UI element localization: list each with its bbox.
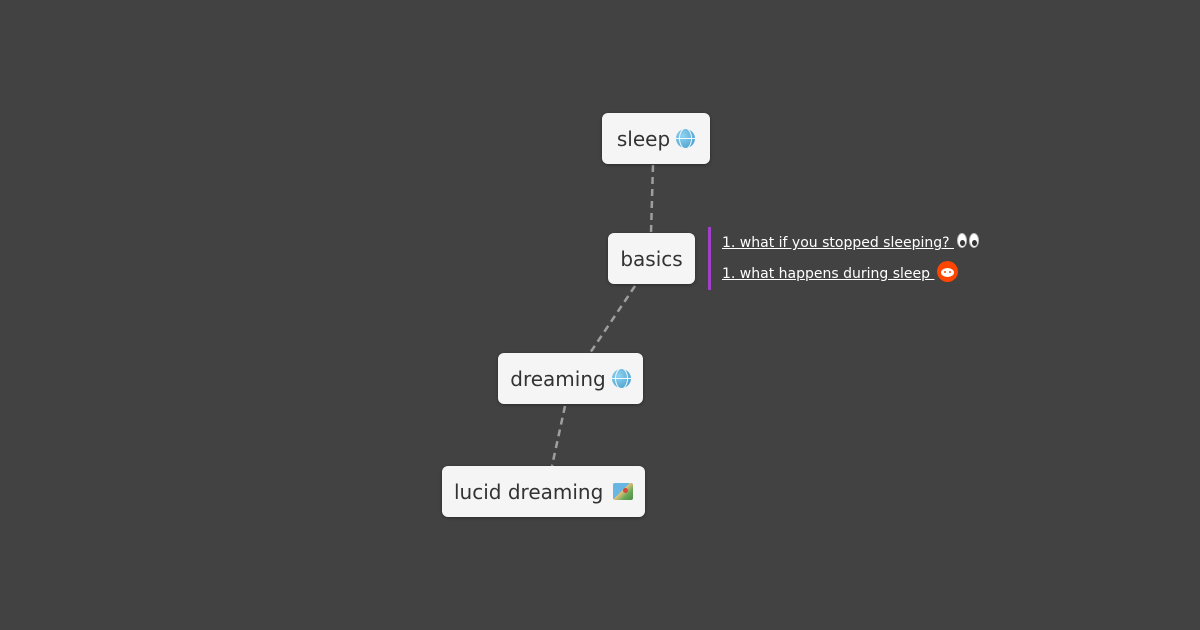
note-link-stopped-sleeping[interactable]: 1. what if you stopped sleeping? bbox=[722, 227, 981, 258]
world-map-icon bbox=[613, 483, 633, 500]
edge-dreaming-lucid bbox=[550, 405, 567, 467]
basics-note: 1. what if you stopped sleeping? 1. what… bbox=[708, 227, 981, 290]
node-sleep[interactable]: sleep bbox=[602, 113, 710, 164]
edge-basics-dreaming bbox=[588, 285, 637, 354]
node-lucid-dreaming[interactable]: lucid dreaming bbox=[442, 466, 645, 517]
link-label: 1. what happens during sleep bbox=[722, 266, 935, 282]
node-basics[interactable]: basics bbox=[608, 233, 695, 284]
node-label: dreaming bbox=[510, 366, 606, 391]
note-link-during-sleep[interactable]: 1. what happens during sleep bbox=[722, 258, 981, 289]
node-dreaming[interactable]: dreaming bbox=[498, 353, 643, 404]
node-label: lucid dreaming bbox=[454, 479, 604, 504]
node-label: basics bbox=[620, 246, 683, 271]
node-label: sleep bbox=[616, 126, 671, 151]
globe-icon bbox=[676, 129, 696, 148]
edge-sleep-basics bbox=[649, 164, 655, 234]
globe-icon bbox=[611, 369, 631, 388]
eyes-icon bbox=[957, 233, 981, 249]
link-label: 1. what if you stopped sleeping? bbox=[722, 235, 954, 251]
reddit-icon bbox=[937, 261, 959, 282]
